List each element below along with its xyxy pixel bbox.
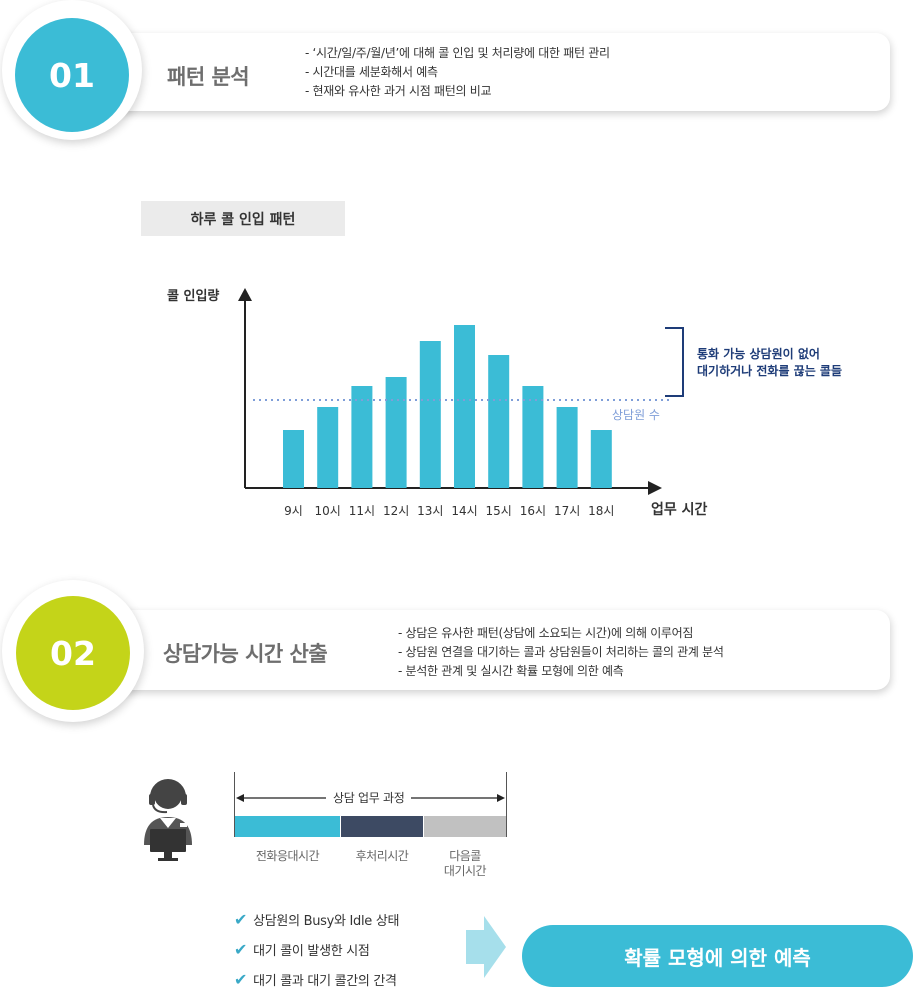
section2-bullet: - 상담은 유사한 패턴(상담에 소요되는 시간)에 의해 이루어짐 bbox=[398, 626, 694, 640]
chart-bar bbox=[351, 386, 373, 488]
x-tick-label: 13시 bbox=[417, 504, 443, 518]
chart-bar bbox=[419, 341, 441, 488]
section1-card bbox=[60, 33, 890, 111]
process-segment-talk bbox=[235, 816, 340, 837]
checklist-item: ✔ 상담원의 Busy와 Idle 상태 bbox=[234, 910, 399, 929]
checklist-text: 대기 콜과 대기 콜간의 간격 bbox=[253, 974, 397, 989]
process-bracket-left bbox=[234, 772, 235, 837]
annotation-bracket bbox=[665, 327, 684, 397]
chart-caption: 하루 콜 인입 패턴 bbox=[141, 201, 345, 236]
annotation-text: 통화 가능 상담원이 없어 bbox=[697, 346, 820, 361]
chart-bar bbox=[556, 407, 578, 488]
x-tick-label: 11시 bbox=[349, 504, 375, 518]
y-axis-arrow-icon bbox=[238, 288, 252, 301]
x-axis-arrow-icon bbox=[648, 481, 662, 495]
process-bracket-right bbox=[506, 772, 507, 837]
section1-bullet: - ‘시간/일/주/월/년’에 대해 콜 인입 및 처리량에 대한 패턴 관리 bbox=[305, 46, 610, 60]
x-axis-label: 업무 시간 bbox=[651, 501, 708, 518]
chart-bar bbox=[488, 355, 510, 488]
process-segment-wrapup bbox=[341, 816, 423, 837]
section1-bullet: - 현재와 유사한 과거 시점 패턴의 비교 bbox=[305, 84, 492, 98]
section1-bullet: - 시간대를 세분화해서 예측 bbox=[305, 65, 438, 79]
x-tick-label: 10시 bbox=[315, 504, 341, 518]
process-label-wrapup: 후처리시간 bbox=[355, 849, 409, 863]
checklist-item: ✔ 대기 콜이 발생한 시점 bbox=[234, 940, 370, 959]
chart-bar bbox=[590, 430, 612, 488]
checkmark-icon: ✔ bbox=[234, 910, 248, 929]
chart-bar bbox=[317, 407, 339, 488]
chart-bar bbox=[385, 377, 407, 488]
process-title: 상담 업무 과정 bbox=[326, 789, 412, 806]
checkmark-icon: ✔ bbox=[234, 940, 248, 959]
section2-title: 상담가능 시간 산출 bbox=[163, 642, 328, 666]
section2-bullets: - 상담은 유사한 패턴(상담에 소요되는 시간)에 의해 이루어짐 - 상담원… bbox=[398, 624, 724, 681]
section2-bullet: - 상담원 연결을 대기하는 콜과 상담원들이 처리하는 콜의 관계 분석 bbox=[398, 645, 724, 659]
process-label-wait-line2: 대기시간 bbox=[443, 864, 487, 878]
section1-bullets: - ‘시간/일/주/월/년’에 대해 콜 인입 및 처리량에 대한 패턴 관리 … bbox=[305, 44, 610, 101]
x-tick-label: 14시 bbox=[451, 504, 477, 518]
section2-number-badge: 02 bbox=[16, 596, 130, 710]
x-tick-label: 9시 bbox=[284, 504, 303, 518]
checklist-text: 상담원의 Busy와 Idle 상태 bbox=[253, 914, 400, 929]
x-tick-label: 15시 bbox=[486, 504, 512, 518]
process-label-wait-line1: 다음콜 bbox=[449, 849, 481, 863]
chart-bar bbox=[454, 325, 475, 488]
threshold-label: 상담원 수 bbox=[612, 408, 660, 422]
y-axis-label: 콜 인입량 bbox=[167, 288, 219, 304]
agent-headset-icon bbox=[144, 779, 192, 861]
section1-title: 패턴 분석 bbox=[167, 65, 250, 89]
section1-number-badge: 01 bbox=[15, 18, 129, 132]
chart-bar bbox=[283, 430, 304, 488]
checkmark-icon: ✔ bbox=[234, 970, 248, 989]
x-tick-label: 17시 bbox=[554, 504, 580, 518]
process-segment-wait bbox=[424, 816, 506, 837]
process-label-wait: 다음콜 대기시간 bbox=[424, 849, 506, 879]
checklist-text: 대기 콜이 발생한 시점 bbox=[253, 944, 370, 959]
x-tick-label: 12시 bbox=[383, 504, 409, 518]
result-pill: 확률 모형에 의한 예측 bbox=[522, 925, 913, 987]
checklist-item: ✔ 대기 콜과 대기 콜간의 간격 bbox=[234, 970, 397, 989]
x-tick-label: 18시 bbox=[588, 504, 614, 518]
section2-bullet: - 분석한 관계 및 실시간 확률 모형에 의한 예측 bbox=[398, 664, 624, 678]
section2-card bbox=[60, 610, 890, 690]
process-label-talk: 전화응대시간 bbox=[255, 849, 320, 863]
chart-bar bbox=[522, 386, 544, 488]
x-tick-label: 16시 bbox=[520, 504, 546, 518]
annotation-text: 대기하거나 전화를 끊는 콜들 bbox=[697, 363, 842, 378]
right-arrow-icon bbox=[466, 916, 506, 978]
